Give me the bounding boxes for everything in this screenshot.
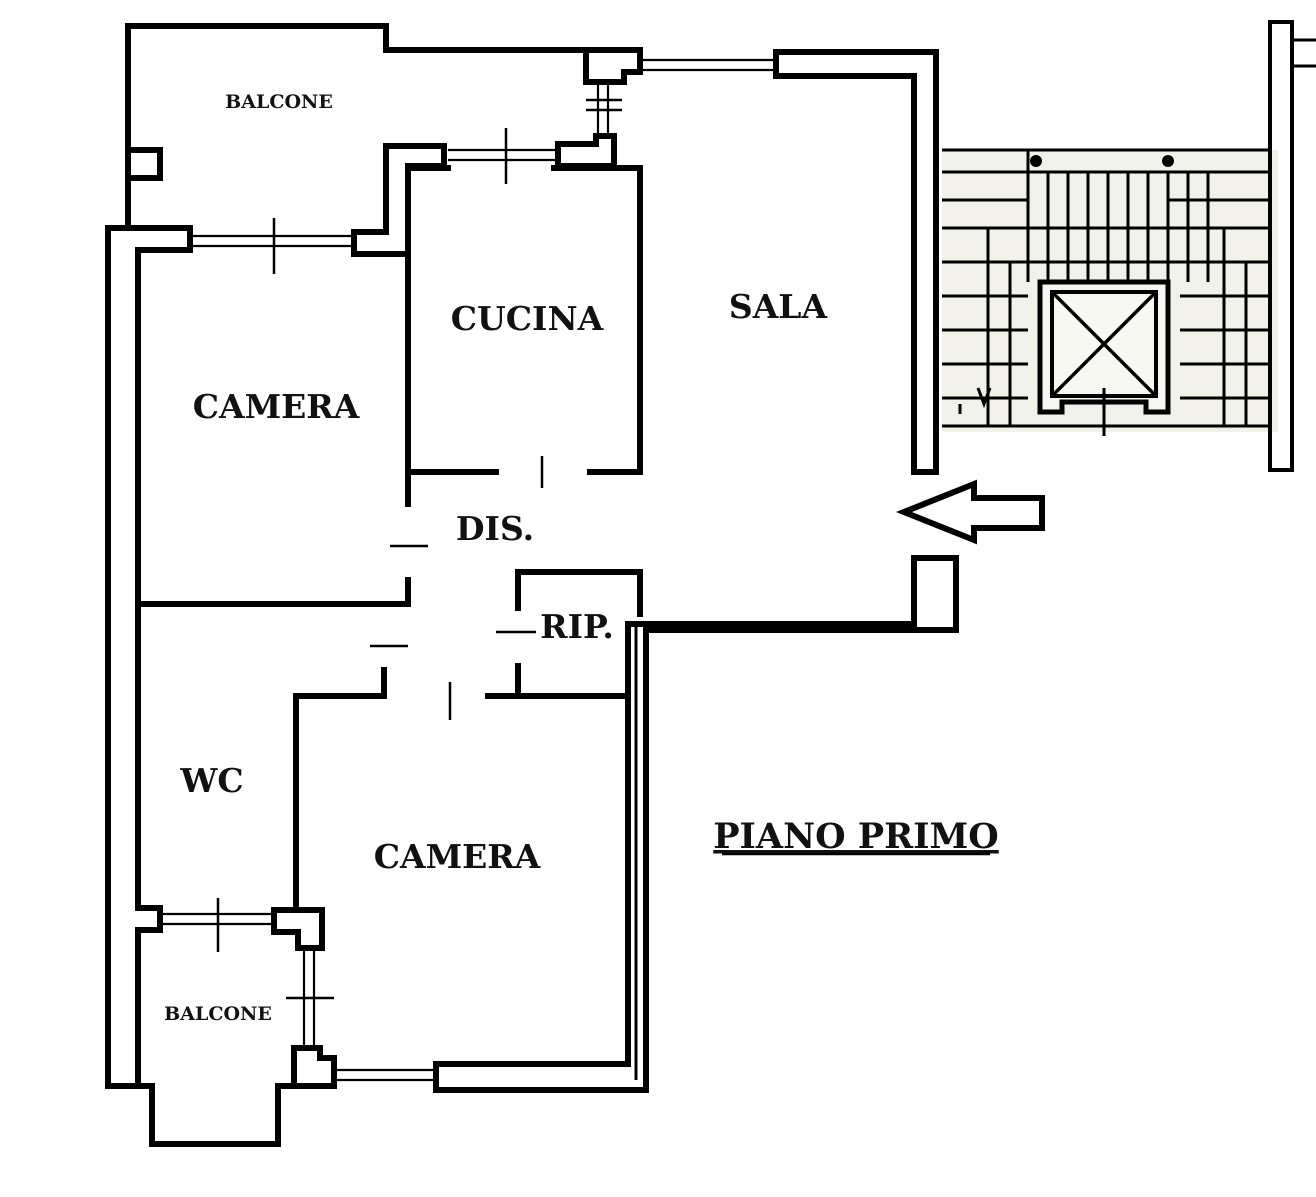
room-label-camera-top: CAMERA (193, 387, 360, 426)
room-label-rip: RIP. (540, 607, 614, 646)
room-label-sala: SALA (729, 287, 828, 326)
walls (105, 23, 959, 1147)
doors (370, 456, 544, 720)
floor-title: PIANO PRIMO (713, 816, 999, 857)
entrance-arrow-icon (895, 479, 1045, 545)
windows (160, 58, 776, 1082)
room-label-wc: WC (179, 761, 243, 800)
room-label-balcone-bottom: BALCONE (164, 1003, 272, 1025)
elevator-icon (1037, 279, 1171, 436)
room-label-dis: DIS. (456, 509, 534, 548)
room-label-cucina: CUCINA (451, 299, 604, 338)
room-label-balcone-top: BALCONE (225, 91, 333, 113)
room-label-camera-bottom: CAMERA (374, 837, 541, 876)
